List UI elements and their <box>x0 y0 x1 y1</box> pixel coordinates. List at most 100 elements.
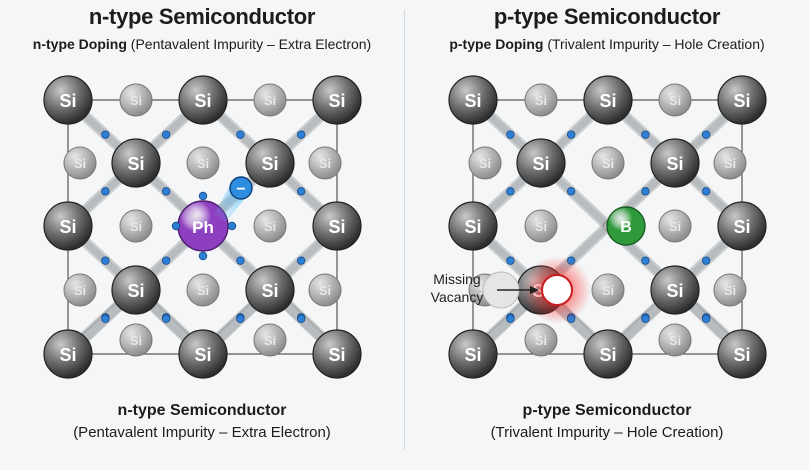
svg-text:Si: Si <box>261 154 278 174</box>
si-atom: Si <box>178 75 228 125</box>
valence-electron <box>296 314 306 323</box>
valence-electron <box>296 187 306 196</box>
n-type-subtitle-bold: n-type Doping <box>32 36 127 52</box>
valence-electron <box>701 256 711 265</box>
si-atom: Si <box>245 265 295 315</box>
si-atom: Si <box>583 75 633 125</box>
svg-text:Si: Si <box>130 333 142 348</box>
n-type-panel: n-type Semiconductor n-type Doping (Pent… <box>0 0 404 470</box>
svg-text:Si: Si <box>733 217 750 237</box>
svg-text:Si: Si <box>264 93 276 108</box>
svg-text:Si: Si <box>666 281 683 301</box>
si-atom-small: Si <box>119 83 153 117</box>
valence-electron <box>566 130 576 139</box>
valence-electron <box>641 187 650 196</box>
si-atom-small: Si <box>186 146 220 180</box>
svg-text:Si: Si <box>669 333 681 348</box>
missing-label-line1: Missing <box>433 271 480 287</box>
svg-text:Si: Si <box>328 217 345 237</box>
missing-vacancy-arrow <box>497 286 539 294</box>
si-atom: Si <box>43 329 93 379</box>
panel-divider <box>404 10 405 450</box>
valence-electron <box>101 187 110 196</box>
svg-text:Si: Si <box>59 91 76 111</box>
valence-electron <box>236 256 245 265</box>
si-atom-small: Si <box>308 146 342 180</box>
valence-electron <box>236 130 245 139</box>
svg-text:Si: Si <box>733 91 750 111</box>
valence-electron <box>101 314 110 323</box>
valence-electron <box>641 256 650 265</box>
si-atom: Si <box>448 201 498 251</box>
p-type-subtitle-bold: p-type Doping <box>449 36 544 52</box>
svg-text:Si: Si <box>194 345 211 365</box>
valence-electron <box>506 187 515 196</box>
si-atom-small: Si <box>524 323 558 357</box>
svg-text:Si: Si <box>669 219 681 234</box>
valence-electron <box>296 256 306 265</box>
p-type-panel: p-type Semiconductor p-type Doping (Triv… <box>405 0 809 470</box>
si-atom: Si <box>448 75 498 125</box>
svg-text:Si: Si <box>264 219 276 234</box>
svg-text:Si: Si <box>602 156 614 171</box>
si-atom-small: Si <box>468 146 502 180</box>
svg-text:Si: Si <box>535 219 547 234</box>
svg-text:Si: Si <box>130 93 142 108</box>
si-atom: Si <box>178 329 228 379</box>
si-atom-small: Si <box>591 273 625 307</box>
valence-electron <box>566 187 576 196</box>
si-atom: Si <box>245 138 295 188</box>
valence-electron <box>641 314 650 323</box>
valence-electron <box>161 256 171 265</box>
valence-electron <box>236 314 245 323</box>
si-atom: Si <box>448 329 498 379</box>
valence-electron <box>701 187 711 196</box>
svg-text:Si: Si <box>130 219 142 234</box>
si-atom-small: Si <box>186 273 220 307</box>
valence-electron <box>161 187 171 196</box>
svg-text:Si: Si <box>194 91 211 111</box>
missing-label-line2: Vacancy <box>431 289 484 305</box>
si-atom: Si <box>717 75 767 125</box>
dopant-electron <box>171 221 181 231</box>
p-type-caption-subtitle: (Trivalent Impurity – Hole Creation) <box>490 424 724 441</box>
valence-electron <box>101 256 110 265</box>
si-atom-small: Si <box>658 83 692 117</box>
hole-vacancy <box>523 256 591 324</box>
si-atom: Si <box>43 201 93 251</box>
si-atom: Si <box>43 75 93 125</box>
p-type-title: p-type Semiconductor <box>493 4 721 29</box>
n-type-subtitle: n-type Doping (Pentavalent Impurity – Ex… <box>0 36 404 52</box>
svg-text:Si: Si <box>328 345 345 365</box>
svg-text:Si: Si <box>127 154 144 174</box>
boron-dopant-atom: B <box>606 206 646 246</box>
svg-text:Si: Si <box>479 156 491 171</box>
extra-electron: − <box>214 176 253 222</box>
si-atom: Si <box>717 329 767 379</box>
valence-electron <box>161 314 171 323</box>
extra-electron-sign: − <box>236 181 245 198</box>
valence-electron <box>506 314 515 323</box>
n-type-caption-subtitle: (Pentavalent Impurity – Extra Electron) <box>73 424 331 441</box>
valence-electron <box>506 130 515 139</box>
valence-electron <box>701 130 711 139</box>
svg-text:Si: Si <box>535 333 547 348</box>
p-type-caption-title: p-type Semiconductor <box>522 402 692 419</box>
svg-text:Si: Si <box>666 154 683 174</box>
si-atom-small: Si <box>253 83 287 117</box>
si-atom-small: Si <box>713 146 747 180</box>
svg-text:Si: Si <box>464 217 481 237</box>
svg-text:B: B <box>620 219 632 236</box>
svg-text:Si: Si <box>127 281 144 301</box>
si-atom: Si <box>516 138 566 188</box>
svg-text:Ph: Ph <box>192 218 214 237</box>
valence-electron <box>701 314 711 323</box>
valence-electron <box>641 130 650 139</box>
si-atom-small: Si <box>658 209 692 243</box>
si-atom: Si <box>111 138 161 188</box>
si-atom-small: Si <box>713 273 747 307</box>
si-atom: Si <box>650 265 700 315</box>
si-atom-small: Si <box>119 209 153 243</box>
n-type-caption-title: n-type Semiconductor <box>117 402 287 419</box>
